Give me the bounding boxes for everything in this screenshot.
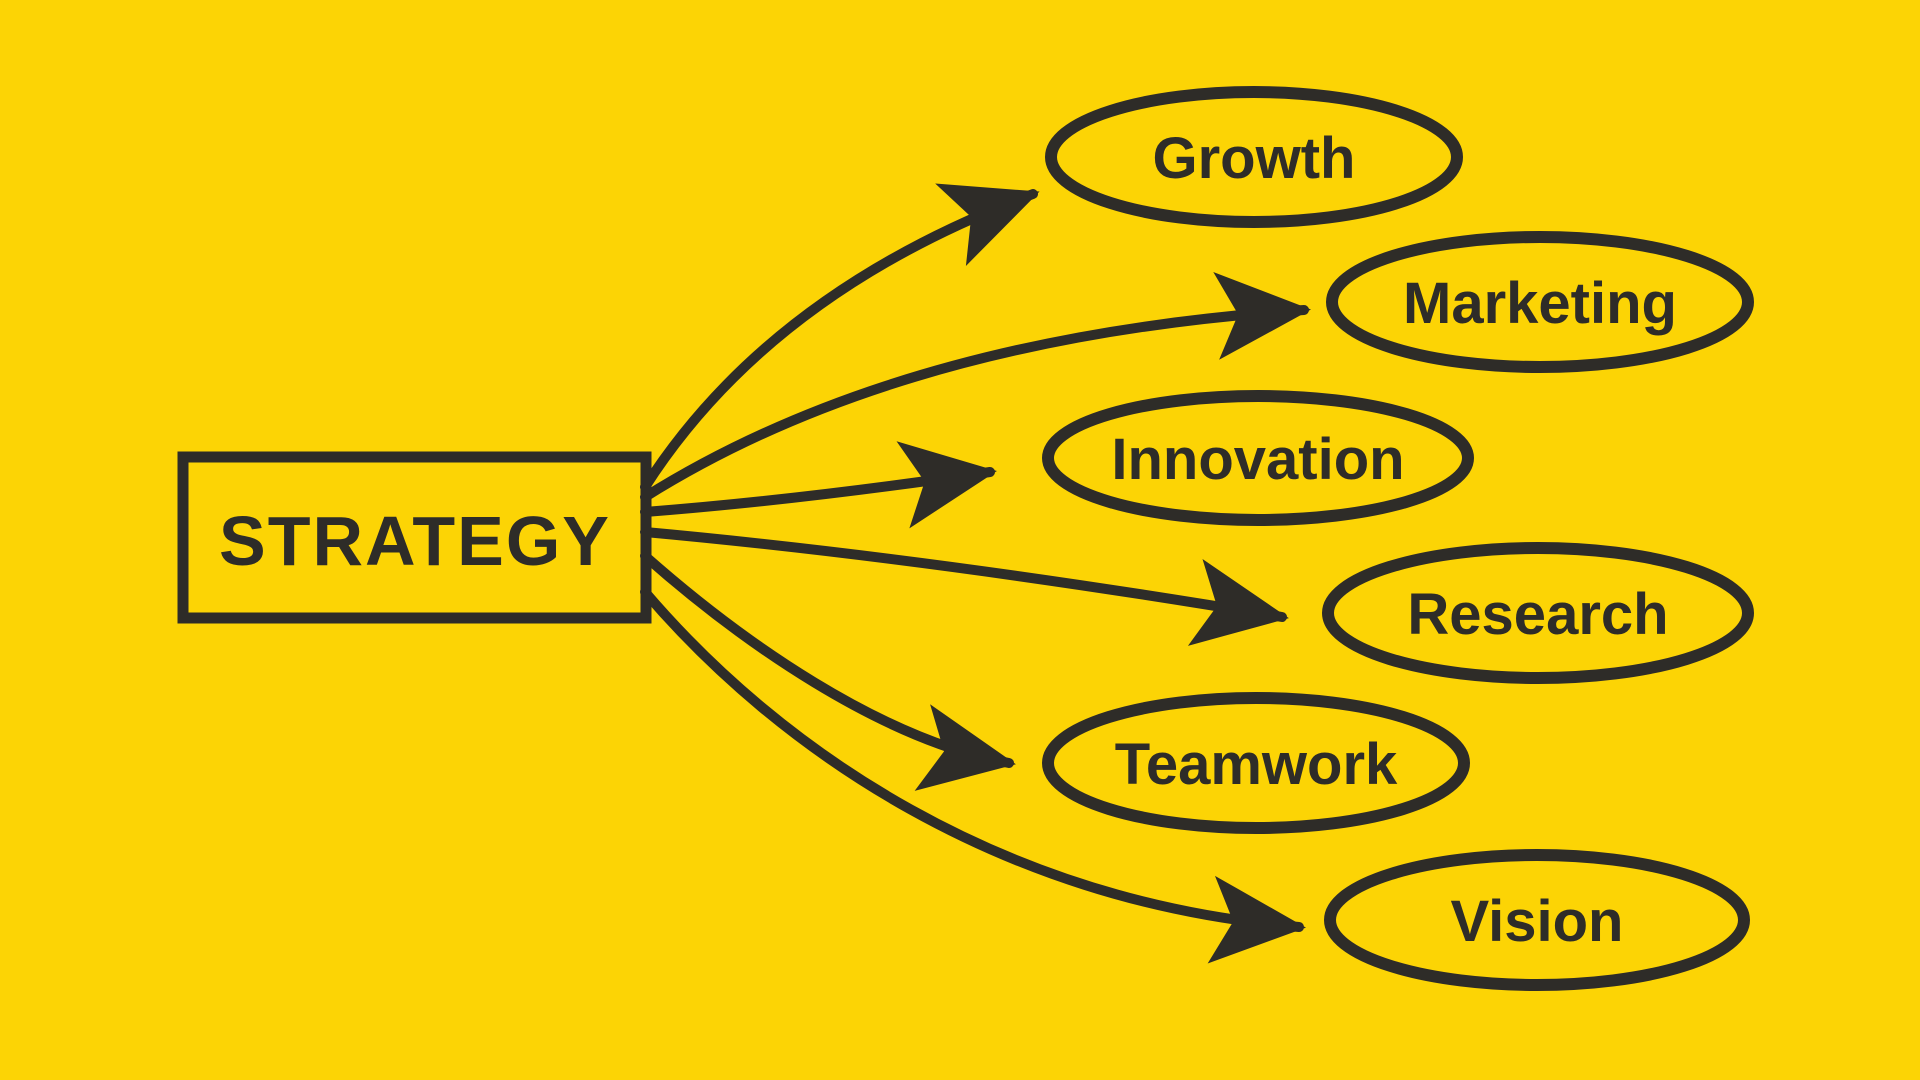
- node-label-innovation: Innovation: [1111, 427, 1404, 492]
- node-marketing: Marketing: [1326, 231, 1754, 373]
- arrow-growth: [640, 183, 1040, 492]
- node-ellipse-growth: [1045, 86, 1463, 228]
- node-label-growth: Growth: [1153, 126, 1356, 191]
- root-node: STRATEGY: [177, 451, 652, 624]
- arrows: [640, 183, 1311, 964]
- arrow-teamwork: [640, 551, 1016, 791]
- node-teamwork: Teamwork: [1042, 692, 1470, 834]
- node-ellipse-vision: [1324, 849, 1750, 991]
- node-vision: Vision: [1324, 849, 1750, 991]
- node-growth: Growth: [1045, 86, 1463, 228]
- node-label-research: Research: [1407, 582, 1668, 647]
- node-label-teamwork: Teamwork: [1115, 732, 1398, 797]
- strategy-box: [177, 451, 652, 624]
- node-label-vision: Vision: [1451, 889, 1624, 954]
- strategy-label: STRATEGY: [219, 502, 611, 580]
- node-ellipse-innovation: [1042, 390, 1474, 526]
- arrow-research: [640, 527, 1289, 646]
- node-innovation: Innovation: [1042, 390, 1474, 526]
- arrow-vision: [640, 587, 1306, 964]
- node-research: Research: [1322, 542, 1754, 684]
- arrow-innovation: [640, 441, 997, 529]
- arrow-marketing: [640, 271, 1311, 502]
- node-ellipse-research: [1322, 542, 1754, 684]
- node-label-marketing: Marketing: [1403, 271, 1677, 336]
- node-ellipse-teamwork: [1042, 692, 1470, 834]
- node-ellipse-marketing: [1326, 231, 1754, 373]
